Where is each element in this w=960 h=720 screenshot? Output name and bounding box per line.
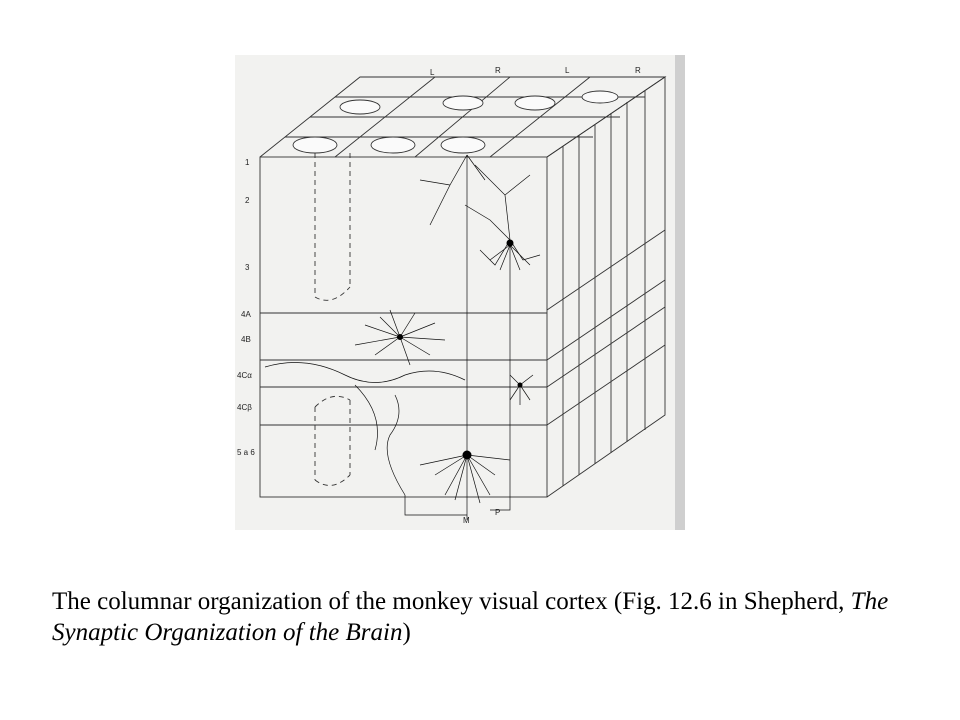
caption-close: ) [402, 619, 411, 646]
figure-caption: The columnar organization of the monkey … [52, 586, 932, 648]
dashed-blob-columns [314, 153, 351, 486]
layer-label-1: 1 [245, 158, 250, 167]
cortex-column-diagram: L R L R 1 2 3 4A 4B 4Cα 4Cβ 5 a 6 M P [235, 55, 685, 530]
layer-label-4c-beta: 4Cβ [237, 403, 252, 412]
layer-label-2: 2 [245, 196, 250, 205]
layer-label-3: 3 [245, 263, 250, 272]
bottom-label-m: M [463, 516, 470, 525]
layer-label-4c-alpha: 4Cα [237, 371, 252, 380]
scan-edge [675, 55, 685, 530]
scan-background [235, 55, 685, 530]
layer-label-4b: 4B [241, 335, 251, 344]
top-label-l1: L [430, 68, 435, 77]
bottom-label-p: P [495, 508, 500, 517]
top-label-r2: R [635, 66, 641, 75]
caption-text: The columnar organization of the monkey … [52, 588, 851, 615]
top-label-r1: R [495, 66, 501, 75]
layer-label-4a: 4A [241, 310, 251, 319]
layer-label-5-6: 5 a 6 [237, 448, 255, 457]
blob-ellipses [292, 90, 619, 154]
figure-image: L R L R 1 2 3 4A 4B 4Cα 4Cβ 5 a 6 M P [205, 55, 685, 530]
cell-bodies [397, 239, 523, 460]
top-label-l2: L [565, 66, 570, 75]
caption-book-title: The Synaptic Organization of the Brain [52, 588, 889, 646]
cube-outline [259, 76, 667, 498]
